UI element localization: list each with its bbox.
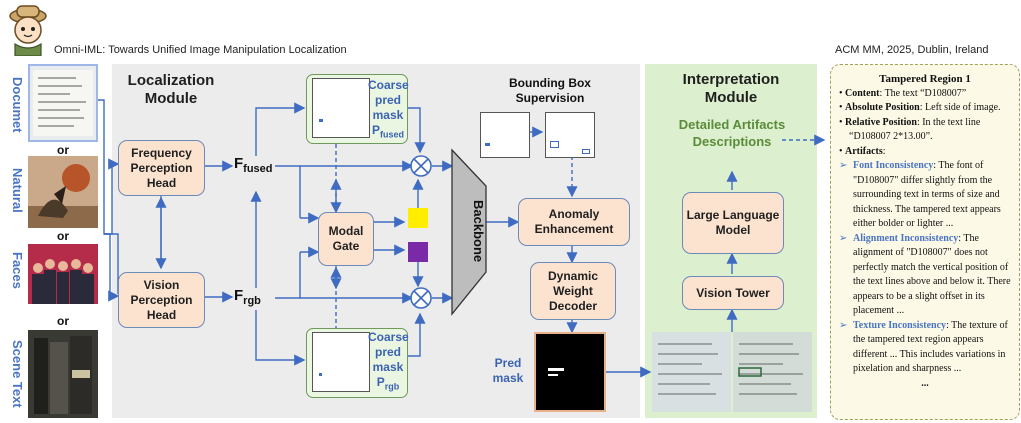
modal-gate: Modal Gate (318, 212, 374, 266)
content-row: • Content: The text “D108007” (839, 87, 967, 99)
input-label-scene-text: Scene Text (10, 340, 25, 408)
tampered-region-title: Tampered Region 1 (879, 73, 971, 85)
coarse-mask-rgb-image (312, 332, 370, 392)
artifacts-row: • Artifacts: (839, 145, 886, 157)
document-input-image (28, 64, 98, 142)
f-rgb-label: Frgb (234, 287, 261, 307)
faces-input-image (28, 244, 98, 304)
interpretation-input-images (652, 332, 812, 412)
localization-module-title: Localization Module (127, 72, 215, 107)
interpretation-module-title: Interpretation Module (682, 71, 780, 106)
explorer-mascot-logo (3, 2, 53, 57)
input-label-faces: Faces (10, 251, 25, 289)
gate-weight-purple (408, 242, 428, 262)
bbox-mask-image (480, 112, 530, 158)
backbone-label: Backbone (471, 199, 486, 263)
detailed-artifacts-descriptions: Detailed Artifacts Descriptions (678, 117, 786, 149)
frequency-perception-head: Frequency Perception Head (118, 140, 205, 196)
vision-tower: Vision Tower (682, 276, 784, 310)
or-label-3: or (57, 314, 69, 328)
natural-input-image (28, 156, 98, 228)
document-photo-masked (733, 332, 812, 412)
document-photo-original (652, 332, 731, 412)
relative-position-row: • Relative Position: In the text line “D… (839, 116, 981, 143)
gate-weight-yellow (408, 208, 428, 228)
pred-mask-image (534, 332, 606, 412)
texture-inconsistency-item: ➢Texture Inconsistency: The texture of t… (839, 319, 1008, 375)
dynamic-weight-decoder: Dynamic Weight Decoder (530, 262, 616, 320)
chevron-right-icon: ➢ (839, 232, 848, 244)
absolute-position-row: • Absolute Position: Left side of image. (839, 102, 1001, 113)
or-label-2: or (57, 229, 69, 243)
bbox-box-image (545, 112, 595, 158)
ellipsis: ... (921, 377, 929, 389)
pred-mask-label: Pred mask (492, 356, 524, 385)
large-language-model: Large Language Model (682, 192, 784, 254)
anomaly-enhancement: Anomaly Enhancement (518, 198, 630, 246)
bbox-supervision-title: Bounding Box Supervision (509, 76, 591, 105)
font-inconsistency-item: ➢Font Inconsistency: The font of "D10800… (839, 160, 1001, 229)
tampered-region-description: Tampered Region 1 • Content: The text “D… (830, 64, 1020, 420)
input-label-natural: Natural (10, 167, 25, 213)
chevron-right-icon: ➢ (839, 160, 848, 171)
running-header-title: Omni-IML: Towards Unified Image Manipula… (54, 44, 347, 56)
chevron-right-icon: ➢ (839, 319, 848, 331)
vision-perception-head: Vision Perception Head (118, 272, 205, 328)
or-label-1: or (57, 143, 69, 157)
coarse-mask-fused-image (312, 78, 370, 138)
running-header-venue: ACM MM, 2025, Dublin, Ireland (835, 44, 989, 56)
f-fused-label: Ffused (234, 155, 273, 175)
alignment-inconsistency-item: ➢Alignment Inconsistency: The alignment … (839, 232, 1011, 317)
scene-text-input-image (28, 330, 98, 418)
input-label-document: Documet (10, 77, 25, 133)
